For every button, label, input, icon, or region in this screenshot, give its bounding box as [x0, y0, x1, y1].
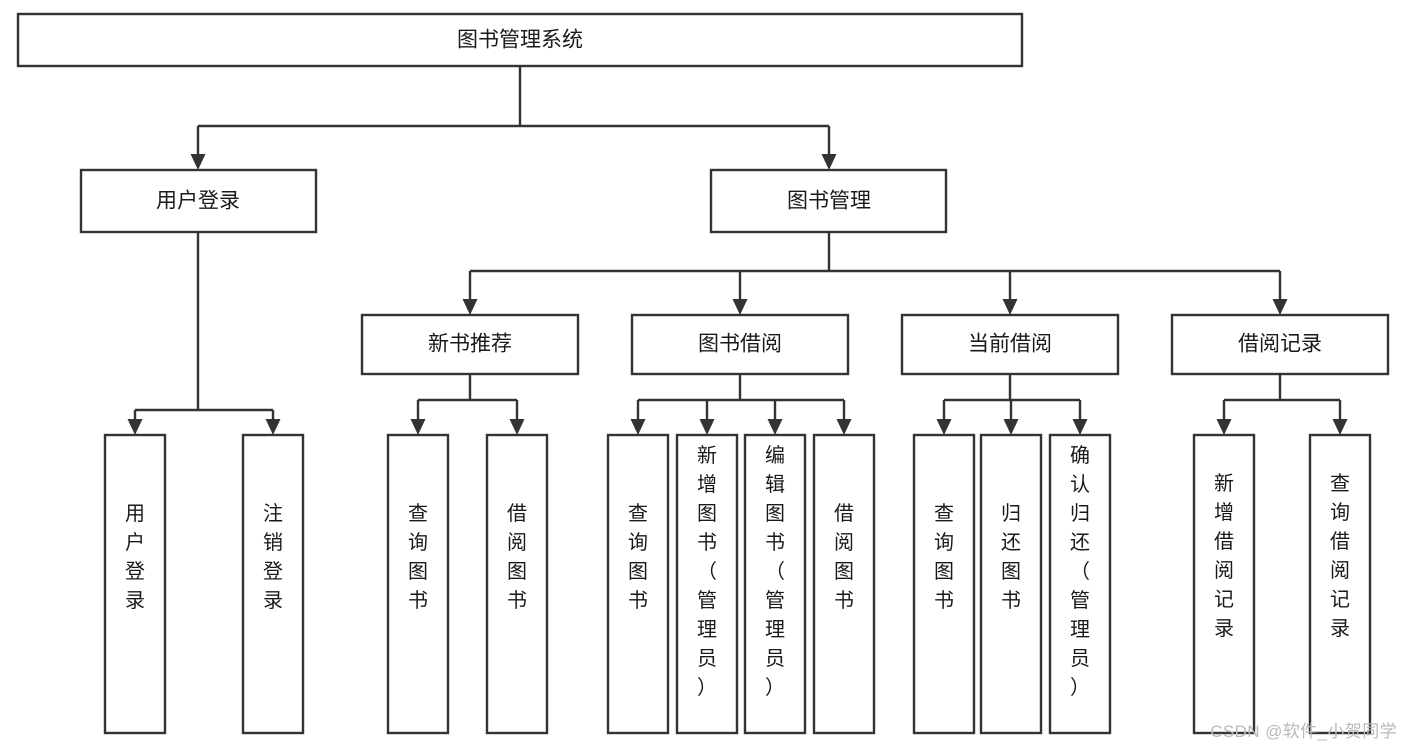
new-book-recommend-box[interactable]: [360, 313, 580, 376]
leaf-query-book-3-box[interactable]: [912, 433, 976, 735]
arrow-leaf-add-book-admin: [699, 419, 715, 435]
leaf-query-book-1-box[interactable]: [386, 433, 450, 735]
node-user-login[interactable]: 用户登录: [79, 168, 318, 234]
user-login-label: 用户登录: [156, 190, 240, 213]
arrow-to-new-book-recommend: [462, 299, 478, 315]
node-current-borrow[interactable]: 当前借阅: [900, 313, 1120, 376]
node-book-borrow[interactable]: 图书借阅: [630, 313, 850, 376]
node-leaf-edit-book-admin[interactable]: 编辑图书（管理员）: [743, 433, 807, 735]
csdn-watermark: CSDN @软件_小贺同学: [1210, 722, 1397, 741]
arrow-to-current-borrow: [1002, 299, 1018, 315]
leaf-query-book-2-label: 查询图书: [628, 502, 648, 612]
arrow-leaf-logout-login: [265, 419, 281, 435]
node-book-manage[interactable]: 图书管理: [709, 168, 948, 234]
node-leaf-add-book-admin[interactable]: 新增图书（管理员）: [675, 433, 739, 735]
connector-layer: [127, 66, 1348, 435]
arrow-leaf-query-book-3: [936, 419, 952, 435]
root-label: 图书管理系统: [457, 29, 583, 52]
borrow-record-box[interactable]: [1170, 313, 1390, 376]
user-login-box[interactable]: [79, 168, 318, 234]
node-leaf-add-borrow-record[interactable]: 新增借阅记录: [1192, 433, 1256, 735]
arrow-leaf-query-borrow-record: [1332, 419, 1348, 435]
leaf-user-login-label: 用户登录: [125, 503, 145, 612]
leaf-confirm-return-admin-box[interactable]: [1048, 433, 1112, 735]
leaf-add-borrow-record-label: 新增借阅记录: [1214, 472, 1234, 640]
leaf-query-book-2-box[interactable]: [606, 433, 670, 735]
leaf-return-book-box[interactable]: [979, 433, 1043, 735]
leaf-add-book-admin-label: 新增图书（管理员）: [697, 444, 717, 699]
leaf-add-book-admin-box[interactable]: [675, 433, 739, 735]
root-box[interactable]: [16, 12, 1024, 68]
node-leaf-query-book-1[interactable]: 查询图书: [386, 433, 450, 735]
arrow-leaf-borrow-book-1: [509, 419, 525, 435]
book-manage-label: 图书管理: [787, 190, 871, 213]
leaf-query-book-1-label: 查询图书: [408, 502, 428, 612]
leaf-logout-login-label: 注销登录: [263, 502, 283, 612]
borrow-record-label: 借阅记录: [1238, 333, 1322, 356]
node-new-book-recommend[interactable]: 新书推荐: [360, 313, 580, 376]
leaf-query-book-3-label: 查询图书: [934, 502, 954, 612]
arrow-leaf-query-book-2: [630, 419, 646, 435]
arrow-leaf-user-login: [127, 419, 143, 435]
leaf-query-borrow-record-label: 查询借阅记录: [1330, 472, 1350, 640]
leaf-borrow-book-1-box[interactable]: [485, 433, 549, 735]
current-borrow-box[interactable]: [900, 313, 1120, 376]
node-borrow-record[interactable]: 借阅记录: [1170, 313, 1390, 376]
arrow-to-user-login: [190, 154, 206, 170]
arrow-leaf-confirm-return-admin: [1072, 419, 1088, 435]
new-book-recommend-label: 新书推荐: [428, 333, 512, 356]
leaf-return-book-label: 归还图书: [1001, 502, 1021, 612]
leaf-edit-book-admin-box[interactable]: [743, 433, 807, 735]
book-manage-box[interactable]: [709, 168, 948, 234]
arrow-leaf-borrow-book-2: [836, 419, 852, 435]
book-borrow-box[interactable]: [630, 313, 850, 376]
arrow-to-book-borrow: [732, 299, 748, 315]
arrow-leaf-return-book: [1003, 419, 1019, 435]
arrow-leaf-query-book-1: [410, 419, 426, 435]
leaf-user-login-box[interactable]: [103, 433, 167, 735]
arrow-leaf-edit-book-admin: [767, 419, 783, 435]
node-leaf-query-book-2[interactable]: 查询图书: [606, 433, 670, 735]
leaf-add-borrow-record-box[interactable]: [1192, 433, 1256, 735]
leaf-confirm-return-admin-label: 确认归还（管理员）: [1070, 444, 1090, 699]
node-leaf-return-book[interactable]: 归还图书: [979, 433, 1043, 735]
node-leaf-user-login[interactable]: 用户登录: [103, 433, 167, 735]
book-borrow-label: 图书借阅: [698, 333, 782, 356]
node-root[interactable]: 图书管理系统: [16, 12, 1024, 68]
leaf-logout-login-box[interactable]: [241, 433, 305, 735]
leaf-borrow-book-1-label: 借阅图书: [507, 502, 527, 612]
node-leaf-query-borrow-record[interactable]: 查询借阅记录: [1308, 433, 1372, 735]
node-leaf-confirm-return-admin[interactable]: 确认归还（管理员）: [1048, 433, 1112, 735]
arrow-to-borrow-record: [1272, 299, 1288, 315]
arrow-to-book-manage: [821, 154, 837, 170]
current-borrow-label: 当前借阅: [968, 333, 1052, 356]
node-leaf-query-book-3[interactable]: 查询图书: [912, 433, 976, 735]
arrow-leaf-add-borrow-record: [1216, 419, 1232, 435]
leaf-borrow-book-2-label: 借阅图书: [834, 502, 854, 612]
node-leaf-borrow-book-2[interactable]: 借阅图书: [812, 433, 876, 735]
leaf-query-borrow-record-box[interactable]: [1308, 433, 1372, 735]
leaf-borrow-book-2-box[interactable]: [812, 433, 876, 735]
node-leaf-borrow-book-1[interactable]: 借阅图书: [485, 433, 549, 735]
node-leaf-logout-login[interactable]: 注销登录: [241, 433, 305, 735]
leaf-edit-book-admin-label: 编辑图书（管理员）: [765, 444, 785, 699]
